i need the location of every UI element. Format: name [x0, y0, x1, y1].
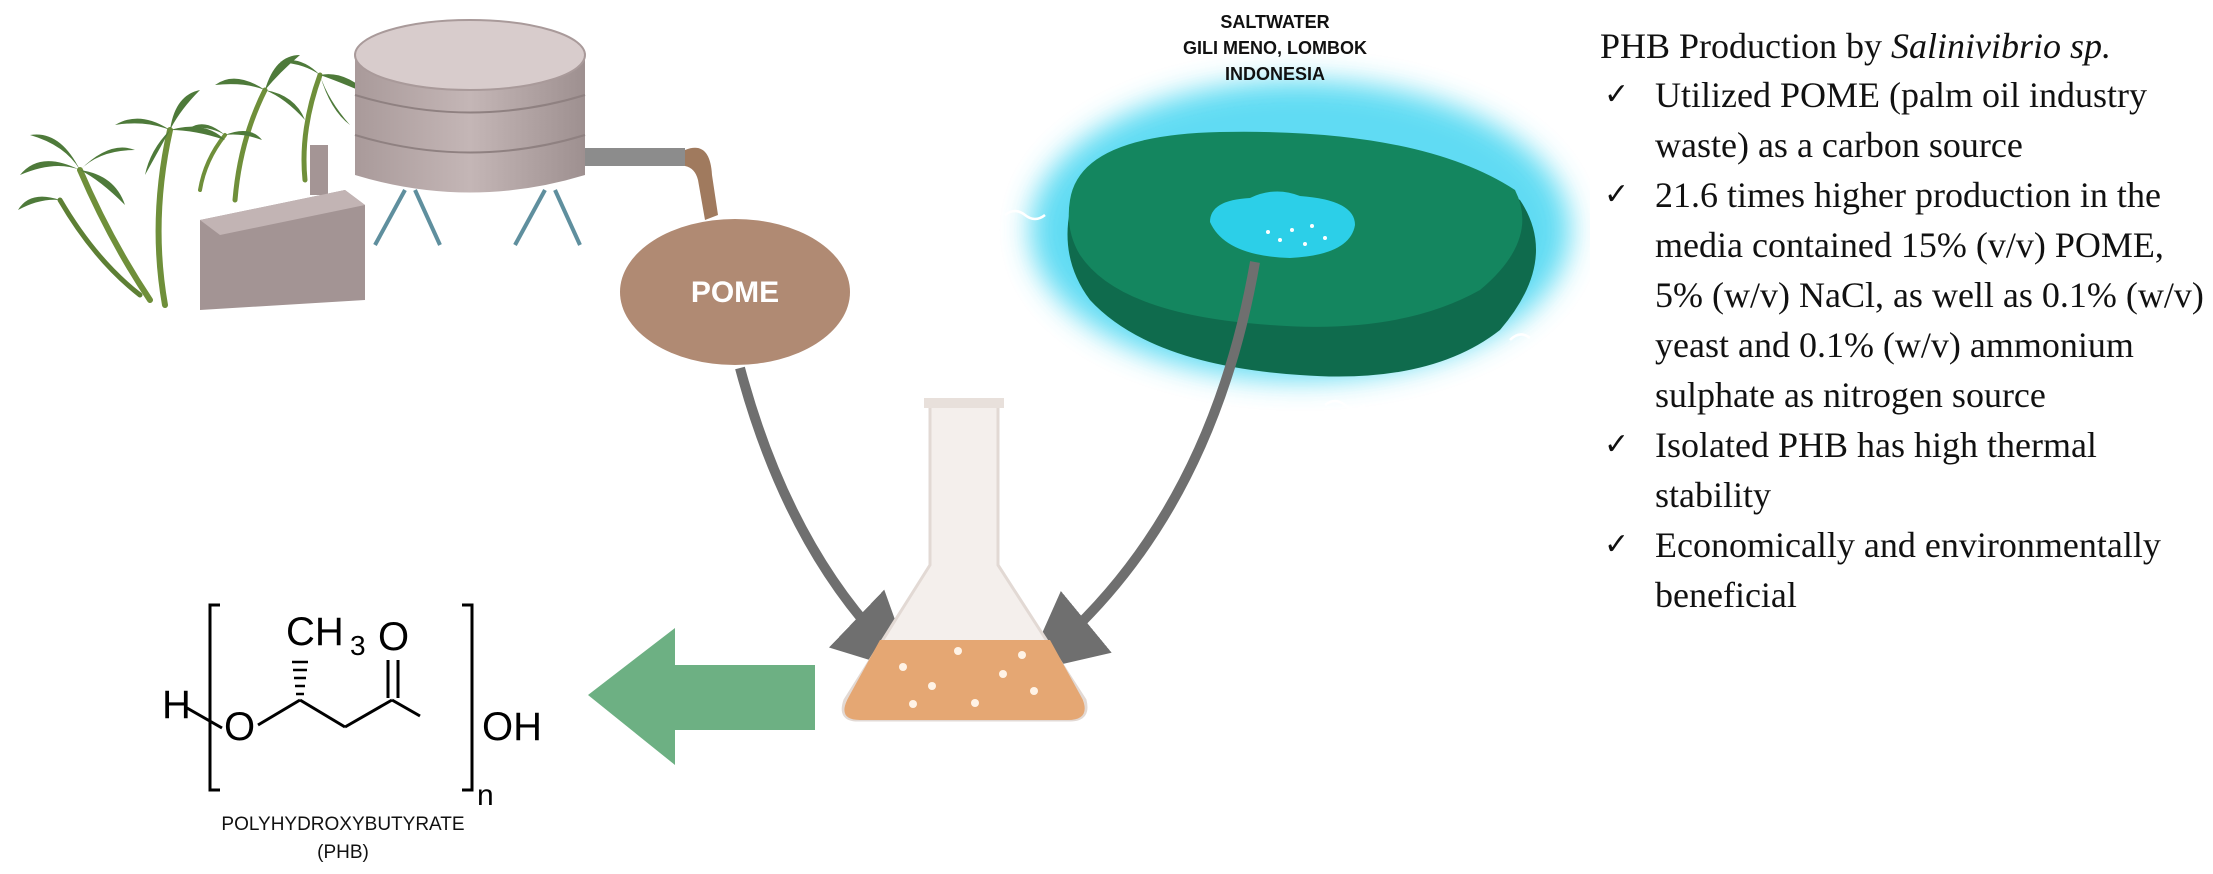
palm-oil-mill-illustration	[18, 19, 718, 310]
summary-item-text: Isolated PHB has high thermal stability	[1655, 425, 2097, 515]
structure-carbonyl-o: O	[378, 615, 409, 659]
location-line-1: GILI MENO, LOMBOK	[1183, 38, 1367, 58]
heading-organism: Salinivibrio sp.	[1891, 26, 2112, 66]
lake-to-flask-arrow	[1024, 261, 1260, 673]
phb-chemical-structure	[186, 603, 474, 792]
structure-methyl: CH	[286, 610, 344, 654]
storage-tank-icon	[354, 19, 586, 246]
summary-heading: PHB Production by Salinivibrio sp.	[1600, 22, 2212, 70]
heading-prefix: PHB Production by	[1600, 26, 1892, 66]
summary-list: ✓ Utilized POME (palm oil industry waste)…	[1600, 70, 2212, 620]
structure-hydroxyl: OH	[482, 705, 542, 749]
pipe-icon	[585, 147, 718, 220]
process-diagram: SALTWATER GILI MENO, LOMBOK INDONESIA PO…	[18, 12, 1570, 863]
summary-item: ✓ Isolated PHB has high thermal stability	[1600, 420, 2212, 520]
location-line-2: INDONESIA	[1225, 64, 1325, 84]
saltwater-lake-illustration: SALTWATER GILI MENO, LOMBOK INDONESIA	[1004, 12, 1570, 411]
palm-trees-icon	[18, 55, 370, 308]
check-icon: ✓	[1604, 527, 1630, 562]
structure-h: H	[162, 683, 191, 727]
pome-label: POME	[691, 276, 779, 309]
summary-item: ✓ 21.6 times higher production in the med…	[1600, 170, 2212, 420]
erlenmeyer-flask-icon	[841, 398, 1088, 722]
check-icon: ✓	[1604, 177, 1630, 212]
summary-item: ✓ Utilized POME (palm oil industry waste)…	[1600, 70, 2212, 170]
structure-methyl-sub: 3	[350, 630, 366, 661]
polymer-abbrev: (PHB)	[317, 842, 369, 863]
polymer-name: POLYHYDROXYBUTYRATE	[221, 814, 464, 835]
factory-icon	[200, 145, 365, 310]
summary-item-text: Economically and environmentally benefic…	[1655, 525, 2161, 615]
green-product-arrow	[588, 628, 815, 765]
structure-repeat-n: n	[477, 779, 494, 812]
pome-node: POME	[620, 219, 850, 365]
check-icon: ✓	[1604, 77, 1630, 112]
check-icon: ✓	[1604, 427, 1630, 462]
summary-panel: PHB Production by Salinivibrio sp. ✓ Util…	[1600, 22, 2212, 620]
summary-item: ✓ Economically and environmentally benefi…	[1600, 520, 2212, 620]
summary-item-text: 21.6 times higher production in the medi…	[1655, 175, 2204, 415]
pome-to-flask-arrow	[735, 366, 915, 674]
saltwater-label: SALTWATER	[1220, 12, 1329, 32]
summary-item-text: Utilized POME (palm oil industry waste) …	[1655, 75, 2147, 165]
structure-oxygen: O	[224, 705, 255, 749]
